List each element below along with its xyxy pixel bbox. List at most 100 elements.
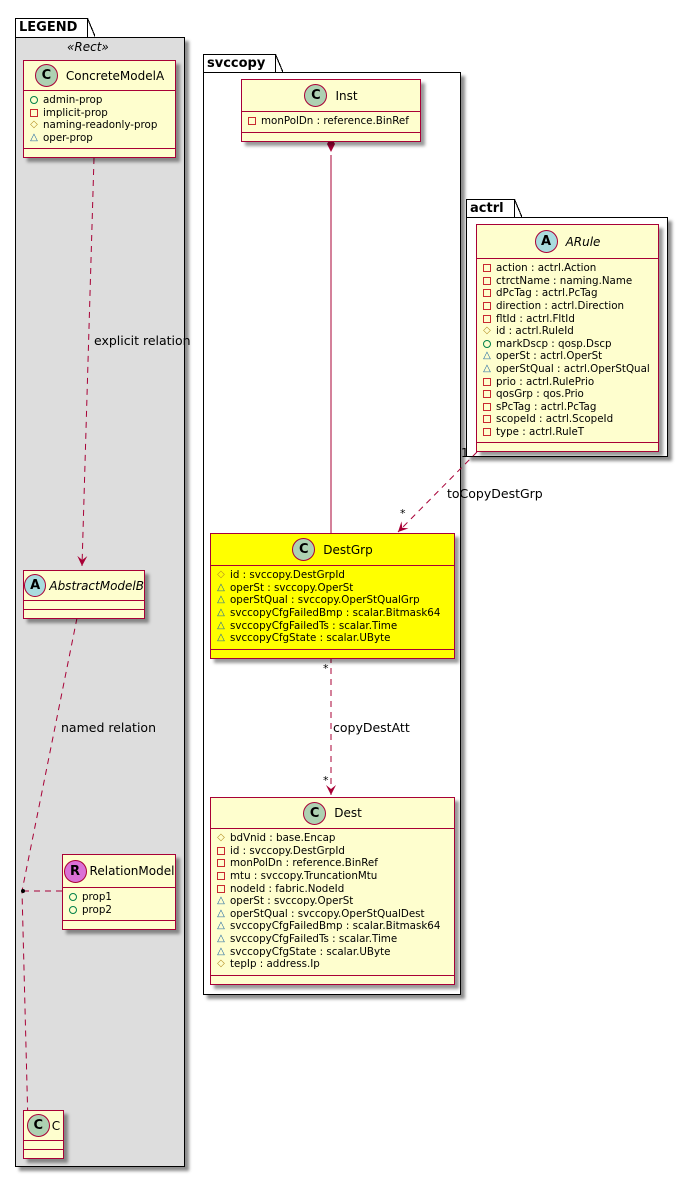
class-abstract-model-b[interactable]: A AbstractModelB — [23, 570, 145, 619]
relation-spot-icon: R — [63, 859, 87, 883]
class-name: Dest — [334, 806, 362, 820]
private-visibility-icon — [217, 872, 225, 881]
attribute-text: id : svccopy.DestGrpId — [230, 569, 345, 582]
attribute: ◇ bdVnid : base.Encap — [217, 832, 448, 845]
to-copy-dest-grp-label: toCopyDestGrp — [447, 486, 543, 501]
copy-dest-att-source-multiplicity: * — [323, 662, 329, 675]
attribute-text: sPcTag : actrl.PcTag — [496, 400, 597, 413]
protected-visibility-icon: ◇ — [30, 119, 38, 131]
attribute-text: admin-prop — [43, 94, 103, 107]
class-name: DestGrp — [323, 542, 373, 557]
protected-visibility-icon: ◇ — [217, 832, 225, 844]
package-tab-actrl: actrl — [466, 199, 522, 218]
class-header: C Dest — [211, 798, 454, 829]
attribute-list: ◇ bdVnid : base.Encap id : svccopy.DestGr… — [211, 829, 454, 976]
private-visibility-icon — [483, 276, 491, 285]
copy-dest-att-target-multiplicity: * — [323, 774, 329, 787]
private-visibility-icon — [217, 859, 225, 868]
attribute-text: prop1 — [82, 891, 112, 904]
public-visibility-icon — [30, 96, 38, 105]
attribute: △svccopyCfgState : scalar.UByte — [217, 945, 448, 958]
package-visibility-icon: △ — [217, 581, 225, 593]
attribute: type : actrl.RuleT — [483, 426, 652, 439]
attribute-text: svccopyCfgFailedBmp : scalar.Bitmask64 — [230, 607, 441, 620]
attribute: qosGrp : qos.Prio — [483, 388, 652, 401]
attribute-text: svccopyCfgFailedBmp : scalar.Bitmask64 — [230, 920, 441, 933]
package-visibility-icon: △ — [217, 632, 225, 644]
class-header: A ARule — [477, 225, 658, 259]
private-visibility-icon — [30, 108, 38, 117]
attribute-text: monPolDn : reference.BinRef — [230, 857, 378, 870]
method-list — [211, 976, 454, 984]
attribute: dPcTag : actrl.PcTag — [483, 287, 652, 300]
explicit-relation-line — [77, 157, 95, 567]
attribute-text: oper-prop — [43, 132, 93, 145]
class-name: Inst — [335, 88, 358, 103]
class-dest-grp[interactable]: C DestGrp ◇id : svccopy.DestGrpId △operS… — [210, 533, 455, 659]
attribute-text: operStQual : svccopy.OperStQualGrp — [230, 594, 420, 607]
public-visibility-icon — [483, 339, 491, 348]
method-list — [63, 921, 175, 929]
to-copy-dest-grp-source-multiplicity: 1 — [461, 446, 469, 460]
attribute-list — [24, 1141, 63, 1150]
attribute-text: fltId : actrl.FltId — [496, 312, 575, 325]
attribute-list — [24, 601, 144, 610]
attribute-text: id : svccopy.DestGrpId — [230, 844, 345, 857]
attribute-text: implicit-prop — [43, 106, 108, 119]
legend-stereotype: «Rect» — [67, 40, 109, 54]
private-visibility-icon — [483, 302, 491, 311]
attribute-text: operSt : svccopy.OperSt — [230, 581, 354, 594]
attribute: △ svccopyCfgState : scalar.UByte — [217, 632, 448, 645]
private-visibility-icon — [483, 377, 491, 386]
package-tab-svccopy: svccopy — [203, 54, 284, 73]
attribute-list: monPolDn : reference.BinRef — [242, 112, 420, 133]
protected-visibility-icon: ◇ — [217, 958, 225, 970]
attribute: action : actrl.Action — [483, 262, 652, 275]
attribute-list: ◇ id : svccopy.DestGrpId △ operSt : svccop… — [211, 566, 454, 650]
protected-visibility-icon: ◇ — [217, 569, 225, 581]
abstract-spot-icon: A — [24, 574, 47, 597]
package-visibility-icon: △ — [217, 619, 225, 631]
attribute-text: svccopyCfgState : scalar.UByte — [230, 632, 391, 645]
attribute: implicit-prop — [30, 107, 169, 120]
class-arule[interactable]: A ARule action : actrl.Action ctrctName … — [476, 224, 659, 453]
attribute-text: operSt : actrl.OperSt — [496, 350, 603, 363]
class-dest[interactable]: C Dest ◇ bdVnid : base.Encap id : svccopy… — [210, 797, 455, 985]
class-concrete-model-a[interactable]: C ConcreteModelA admin-prop implicit-pro… — [23, 60, 176, 159]
class-spot-icon: C — [34, 64, 58, 87]
class-name: ARule — [565, 234, 601, 249]
package-visibility-icon: △ — [483, 350, 491, 362]
class-spot-icon: C — [26, 1114, 50, 1137]
attribute-text: dPcTag : actrl.PcTag — [496, 287, 598, 300]
package-visibility-icon: △ — [217, 945, 225, 957]
explicit-relation-label: explicit relation — [94, 333, 191, 348]
class-name: C — [51, 1118, 61, 1133]
attribute-text: svccopyCfgFailedTs : scalar.Time — [230, 619, 398, 632]
attribute-text: direction : actrl.Direction — [496, 300, 625, 313]
attribute-text: prio : actrl.RulePrio — [496, 375, 595, 388]
package-visibility-icon: △ — [217, 933, 225, 945]
private-visibility-icon — [483, 289, 491, 298]
class-header: A AbstractModelB — [24, 571, 144, 601]
method-list — [211, 650, 454, 658]
package-visibility-icon: △ — [483, 363, 491, 375]
class-header: C Inst — [242, 80, 420, 112]
package-visibility-icon: △ — [217, 594, 225, 606]
attribute-text: svccopyCfgFailedTs : scalar.Time — [230, 933, 398, 946]
attribute: prop1 — [69, 891, 169, 904]
attribute: △ svccopyCfgFailedTs : scalar.Time — [217, 619, 448, 632]
class-inst[interactable]: C Inst monPolDn : reference.BinRef — [241, 79, 421, 142]
attribute: markDscp : qosp.Dscp — [483, 338, 652, 351]
attribute: △ svccopyCfgFailedBmp : scalar.Bitmask64 — [217, 920, 448, 933]
class-relation-model[interactable]: R RelationModel prop1 prop2 — [62, 854, 176, 931]
attribute-text: mtu : svccopy.TruncationMtu — [230, 870, 378, 883]
attribute-text: bdVnid : base.Encap — [230, 832, 336, 845]
method-list — [477, 443, 658, 451]
package-visibility-icon: △ — [217, 920, 225, 932]
class-c[interactable]: C C — [23, 1110, 64, 1159]
attribute: fltId : actrl.FltId — [483, 312, 652, 325]
to-copy-dest-grp-line — [397, 451, 478, 533]
attribute: ◇id : actrl.RuleId — [483, 325, 652, 338]
attribute: △operStQual : svccopy.OperStQualDest — [217, 908, 448, 921]
method-list — [242, 133, 420, 141]
